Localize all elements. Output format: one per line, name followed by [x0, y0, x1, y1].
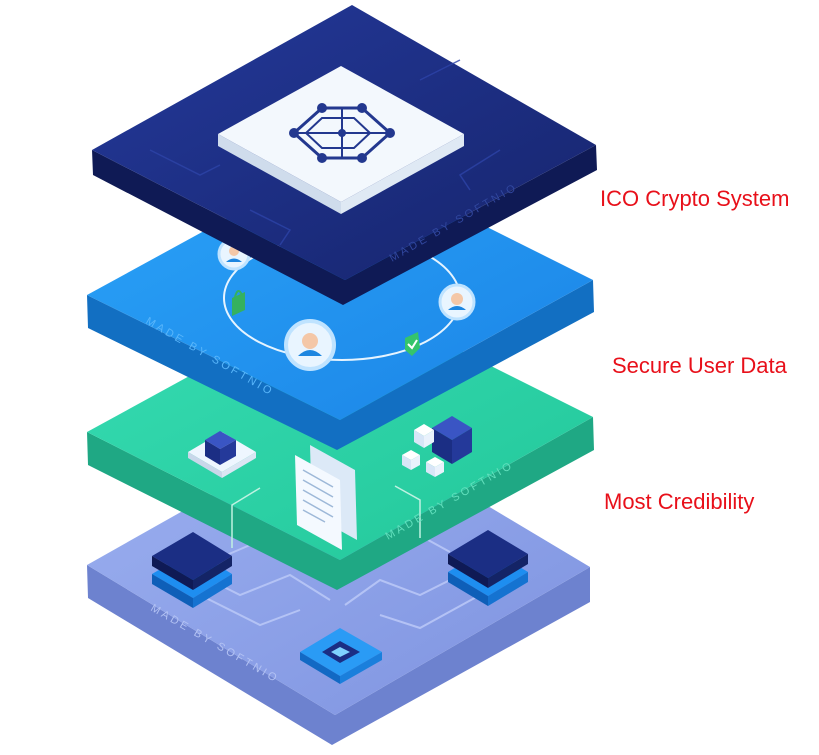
- base-layer-side: [87, 565, 590, 745]
- layer-label-credibility: Most Credibility: [604, 489, 755, 514]
- server-icon: [152, 532, 232, 608]
- server-icon: [448, 530, 528, 606]
- check-shield-icon: [405, 332, 420, 356]
- layer-label-crypto: ICO Crypto System: [600, 186, 790, 211]
- circuit-lines: [231, 485, 421, 548]
- layer-label-user-data: Secure User Data: [612, 353, 787, 378]
- user-avatar-icon: [438, 283, 476, 321]
- user-avatar-icon: [284, 319, 336, 371]
- document-icon: [295, 445, 357, 550]
- cube-icon: [188, 431, 256, 478]
- chip-icon: [300, 628, 382, 684]
- user-data-layer-side: [87, 280, 594, 450]
- crypto-layer-side: [92, 145, 597, 305]
- circuit-lines: [149, 59, 501, 246]
- crypto-layer: MADE BY SOFTNIO: [92, 5, 597, 305]
- credibility-layer-side: [87, 417, 594, 590]
- cube-icon: [402, 416, 472, 477]
- lock-icon: [232, 290, 245, 316]
- hexagon-nodes: [289, 103, 395, 163]
